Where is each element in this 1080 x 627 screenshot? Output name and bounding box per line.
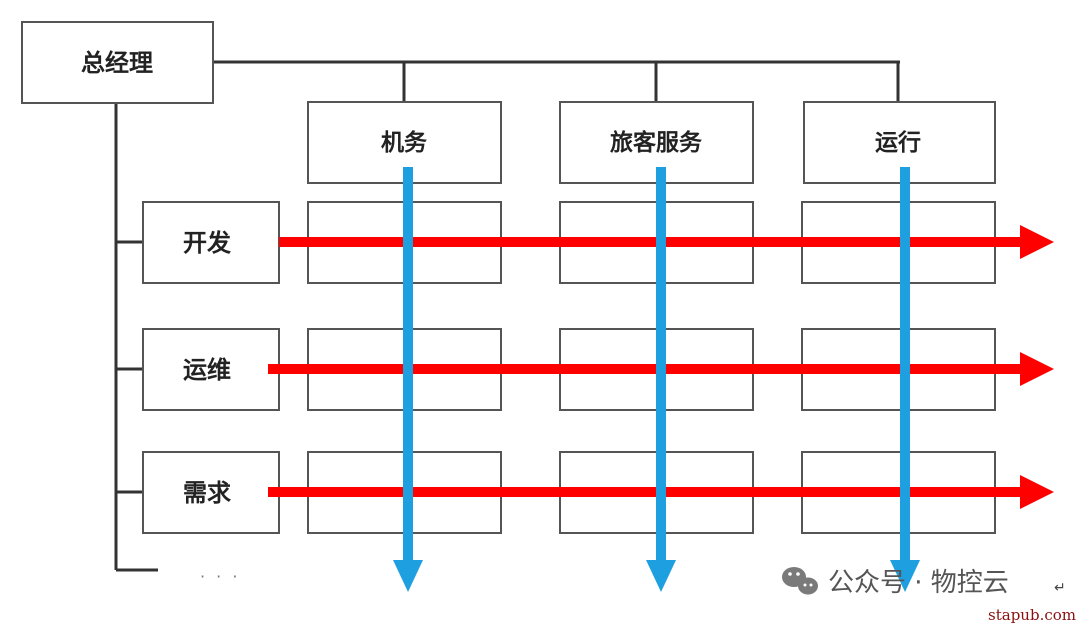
department-arrows <box>393 167 920 592</box>
department-node: 旅客服务 <box>559 101 754 184</box>
department-label: 运行 <box>875 129 921 156</box>
function-label: 运维 <box>183 356 231 384</box>
root-label: 总经理 <box>81 49 153 77</box>
wechat-icon <box>782 567 818 595</box>
department-label: 旅客服务 <box>610 129 703 156</box>
department-node: 运行 <box>803 101 996 184</box>
blue-arrow <box>393 167 423 592</box>
function-node: 需求 <box>142 451 280 534</box>
function-label: 开发 <box>183 229 231 257</box>
department-label: 机务 <box>381 130 428 156</box>
watermark: 公众号 · 物控云 ↵ <box>782 567 1066 598</box>
red-arrow <box>268 352 1054 386</box>
red-arrow <box>268 475 1054 509</box>
blue-arrow <box>890 167 920 592</box>
continuation-ellipsis: · · · <box>200 567 240 586</box>
function-node: 运维 <box>142 328 280 411</box>
connector-lines <box>114 60 900 572</box>
site-credit: stapub.com <box>988 606 1076 624</box>
function-arrows <box>268 225 1054 509</box>
watermark-label: 公众号 · 物控云 <box>828 568 1009 598</box>
return-glyph: ↵ <box>1054 580 1066 596</box>
function-node: 开发 <box>142 201 280 284</box>
root-node: 总经理 <box>21 21 214 104</box>
function-label: 需求 <box>183 479 231 507</box>
red-arrow <box>279 225 1054 259</box>
blue-arrow <box>646 167 676 592</box>
